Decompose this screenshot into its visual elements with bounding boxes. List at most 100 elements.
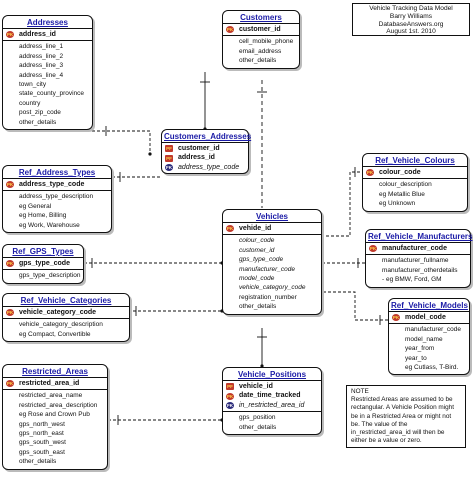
attribute-row: manufacturer_code [239,265,296,273]
key-label: customer_id [178,145,220,152]
attribute-row: post_zip_code [19,109,61,117]
primary-foreign-key-icon: PF [165,145,173,153]
primary-key-icon: PK [226,225,234,233]
attribute-row: other_details [239,57,277,65]
title-block: Vehicle Tracking Data Model Barry Willia… [352,3,470,36]
attribute-row: eg Home, Billing [19,212,67,220]
attribute-row: gps_type_description [19,272,81,280]
primary-key-icon: PK [392,314,400,322]
note-box: NOTE Restricted Areas are assumed to be … [346,385,466,449]
attribute-row: registration_number [239,293,297,301]
attribute-row: other_details [19,118,57,126]
key-label: address_type_code [178,163,240,171]
attribute-row: eg Unknown [379,200,416,208]
attribute-section: gps_type_description [3,270,83,282]
attribute-row: vehicle_category_description [19,321,103,329]
attribute-row: address_line_4 [19,71,64,79]
key-row: PF customer_id [165,144,244,153]
primary-key-icon: PK [226,392,234,400]
many-end-ca-a [148,152,152,156]
attribute-row: manufacturer_fullname [382,257,449,265]
key-section: PK model_code [389,312,469,325]
attribute-row: eg General [19,202,52,210]
attribute-row: state_county_province [19,90,85,98]
entity-title: Vehicle_Positions [223,368,321,381]
attribute-row: eg Metallic Blue [379,190,425,198]
attribute-row: eg Work, Warehouse [19,221,80,229]
primary-foreign-key-icon: PF [165,154,173,162]
key-label: in_restricted_area_id [239,401,305,409]
foreign-key-icon: FK [226,401,234,409]
attribute-row: gps_position [239,414,276,422]
attribute-row: gps_south_west [19,439,66,447]
key-label: customer_id [239,26,281,33]
attribute-row: address_type_description [19,193,94,201]
entity-title: Ref_GPS_Types [3,245,83,258]
key-row: PK address_id [6,30,88,39]
entity-title: Customers_Addresses [162,130,252,143]
note-heading: NOTE [351,388,369,395]
key-label: address_id [19,31,56,38]
attribute-row: colour_description [379,181,432,189]
attribute-row: model_code [239,274,275,282]
primary-key-icon: PK [6,380,14,388]
entity-title: Ref_Vehicle_Colours [363,154,467,167]
date-line: August 1st. 2010 [386,28,436,36]
key-row: PK model_code [392,313,465,322]
entity-title: Customers [223,11,299,24]
key-label: model_code [405,314,446,321]
primary-key-icon: PK [6,31,14,39]
attribute-row: colour_code [239,237,275,245]
attribute-row: gps_north_east [19,429,64,437]
note-body: Restricted Areas are assumed to be recta… [351,396,455,445]
title-line: Vehicle Tracking Data Model [369,5,453,12]
entity-title: Ref_Vehicle_Categories [3,294,129,307]
rel-colours-vehicles [322,171,360,237]
attribute-row: eg Compact, Convertible [19,330,91,338]
rel-addresses-customers-addresses [92,130,151,153]
key-label: vehide_id [239,225,272,232]
attribute-row: country [19,99,41,107]
entity-title: Vehicles [223,210,321,223]
entity-title: Ref_Address_Types [3,166,111,179]
attribute-row: address_line_1 [19,43,64,51]
attribute-row: other_details [239,423,277,431]
attribute-row: vehicle_category_code [239,284,306,292]
key-section: PK vehide_id [223,223,321,236]
entity-title: Ref_Vehicle_Manufacturers [366,230,473,243]
many-end-positions [260,364,264,368]
attribute-row: restricted_area_name [19,392,83,400]
